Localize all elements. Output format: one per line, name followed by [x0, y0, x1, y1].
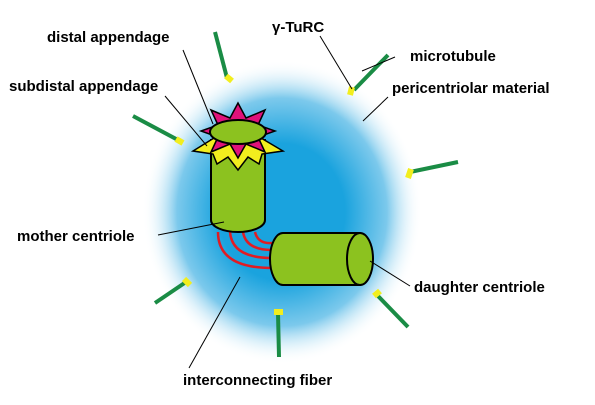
label-gamma-turc: γ-TuRC [272, 19, 324, 36]
label-daughter-centriole: daughter centriole [414, 279, 545, 296]
mother-centriole-top [209, 119, 267, 145]
labels: distal appendage subdistal appendage γ-T… [9, 19, 550, 389]
label-pericentriolar-material: pericentriolar material [392, 80, 550, 97]
microtubule-lower-right [372, 288, 410, 329]
microtubule-upper-left [132, 114, 185, 146]
interconnecting-fibers [216, 231, 273, 270]
label-mother-centriole: mother centriole [17, 228, 135, 245]
pericentriolar-material [142, 60, 422, 364]
microtubules [132, 31, 459, 358]
microtubule-lower-left [153, 276, 193, 305]
microtubule-top [213, 31, 234, 84]
microtubule-right [405, 160, 459, 179]
label-microtubule: microtubule [410, 48, 496, 65]
microtubule-bottom [274, 309, 283, 358]
leader-lines [157, 35, 411, 369]
daughter-centriole [269, 232, 374, 286]
label-interconnecting-fiber: interconnecting fiber [183, 372, 332, 389]
label-subdistal-appendage: subdistal appendage [9, 78, 158, 95]
daughter-centriole-end [346, 232, 374, 286]
microtubule-upper-right [347, 53, 390, 96]
label-distal-appendage: distal appendage [47, 29, 170, 46]
